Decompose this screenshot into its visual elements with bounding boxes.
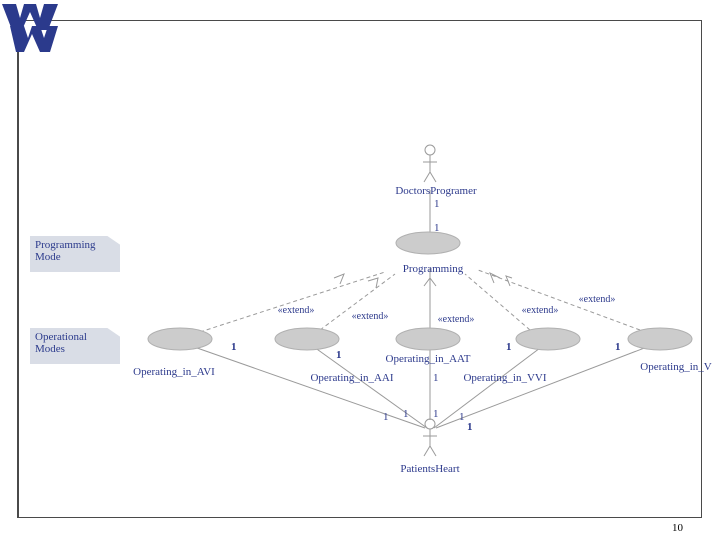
programmer-actor-icon [423,144,437,183]
page-number: 10 [672,522,683,534]
connector-lines [179,190,661,429]
aai-usecase [274,327,340,351]
v-usecase [627,327,693,351]
extend-lines [199,269,641,333]
extend-label-aat: «extend» [438,314,475,325]
programming-mode-label: Programming Mode [30,236,120,272]
avi-multiplicity: 1 [231,341,237,353]
extend-label-aai: «extend» [352,311,389,322]
avi-usecase [147,327,213,351]
extend-arrowheads [333,271,513,289]
slide-frame [17,20,702,518]
university-logo [2,4,58,52]
v-usecase-label: Operating_in_V [640,361,712,373]
heart-mult-aai: 1 [403,408,409,420]
programming-usecase-label: Programming [403,263,464,275]
operational-modes-label: Operational Modes [30,328,120,364]
extend-label-avi: «extend» [278,305,315,316]
vvi-multiplicity: 1 [506,341,512,353]
vvi-usecase-label: Operating_in_VVI [463,372,546,384]
aat-usecase-label: Operating_in_AAT [386,353,471,365]
aat-usecase [395,327,461,351]
heart-actor-icon [423,418,437,457]
aai-usecase-label: Operating_in_AAI [310,372,393,384]
heart-mult-aat: 1 [433,408,439,420]
heart-mult-avi: 1 [383,411,389,423]
programming-usecase [395,231,461,255]
aat-multiplicity: 1 [433,372,439,384]
v-multiplicity: 1 [615,341,621,353]
programmer-actor-label: DoctorsProgramer [395,185,477,197]
extend-label-vvi: «extend» [522,305,559,316]
vvi-usecase [515,327,581,351]
heart-mult-v: 1 [467,421,473,433]
heart-mult-vvi: 1 [459,411,465,423]
aai-multiplicity: 1 [336,349,342,361]
avi-usecase-label: Operating_in_AVI [133,366,215,378]
programmer-multiplicity: 1 [434,198,440,210]
programming-multiplicity-top: 1 [434,222,440,234]
heart-actor-label: PatientsHeart [400,463,459,475]
extend-label-v: «extend» [579,294,616,305]
